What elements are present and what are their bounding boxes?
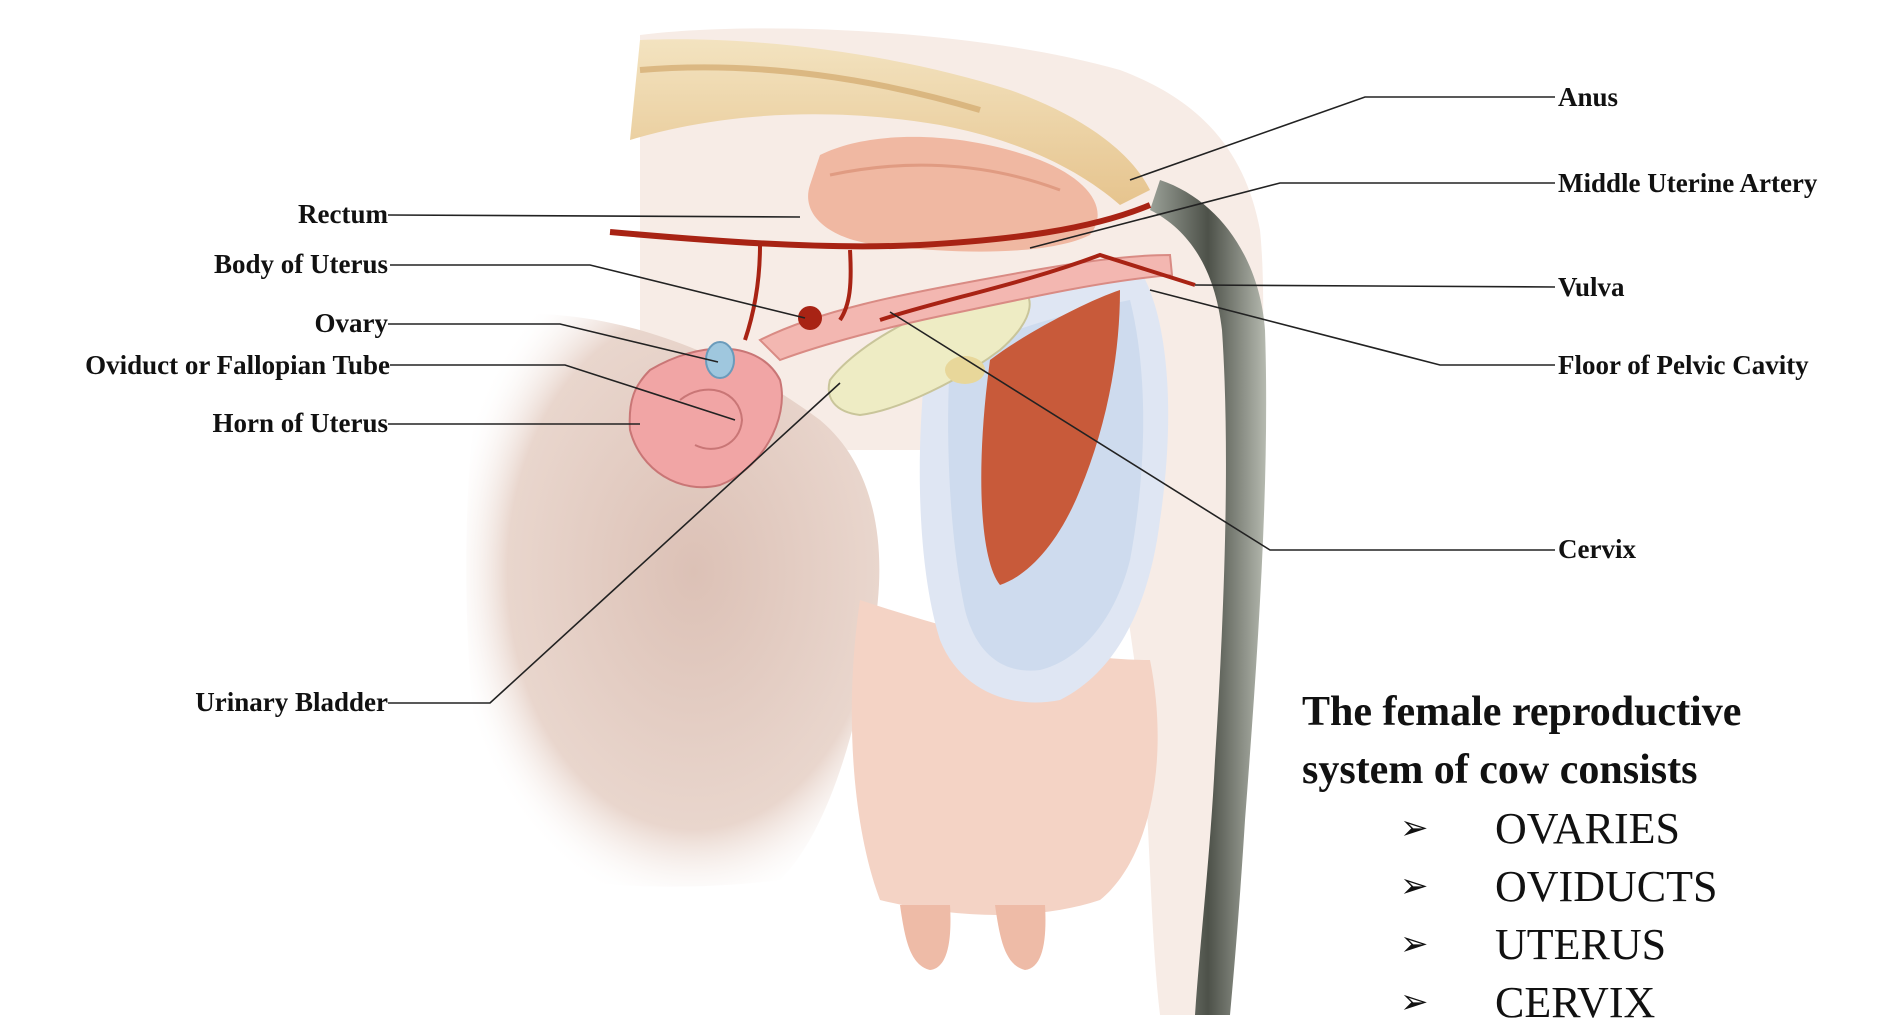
label-cervix: Cervix	[1558, 536, 1636, 563]
list-item: ➢OVIDUCTS	[1400, 858, 1717, 916]
label-middle-uterine-artery: Middle Uterine Artery	[1558, 170, 1817, 197]
leader-rectum	[388, 215, 800, 217]
arrow-bullet-icon: ➢	[1400, 916, 1495, 974]
label-urinary-bladder: Urinary Bladder	[195, 689, 388, 716]
leader-middle-uterine-artery	[1030, 183, 1555, 248]
leader-anus	[1130, 97, 1555, 180]
label-body-of-uterus: Body of Uterus	[214, 251, 388, 278]
label-vulva: Vulva	[1558, 274, 1625, 301]
leader-oviduct	[390, 365, 735, 420]
leader-ovary	[388, 324, 718, 362]
label-horn-of-uterus: Horn of Uterus	[213, 410, 388, 437]
caption-line-2: system of cow consists	[1302, 741, 1862, 799]
arrow-bullet-icon: ➢	[1400, 800, 1495, 858]
list-item: ➢OVARIES	[1400, 800, 1717, 858]
label-floor-of-pelvic-cavity: Floor of Pelvic Cavity	[1558, 352, 1809, 379]
list-item: ➢CERVIX	[1400, 974, 1717, 1032]
label-oviduct: Oviduct or Fallopian Tube	[85, 352, 390, 379]
caption: The female reproductive system of cow co…	[1302, 683, 1862, 799]
leader-cervix	[890, 312, 1555, 550]
caption-line-1: The female reproductive	[1302, 683, 1862, 741]
label-anus: Anus	[1558, 84, 1618, 111]
leader-body-of-uterus	[390, 265, 805, 318]
leader-floor-of-pelvic-cavity	[1150, 290, 1555, 365]
arrow-bullet-icon: ➢	[1400, 974, 1495, 1032]
label-rectum: Rectum	[298, 201, 388, 228]
label-ovary: Ovary	[315, 310, 389, 337]
leader-urinary-bladder	[388, 383, 840, 703]
component-list: ➢OVARIES ➢OVIDUCTS ➢UTERUS ➢CERVIX	[1400, 800, 1717, 1032]
arrow-bullet-icon: ➢	[1400, 858, 1495, 916]
leader-vulva	[1195, 285, 1555, 287]
list-item: ➢UTERUS	[1400, 916, 1717, 974]
